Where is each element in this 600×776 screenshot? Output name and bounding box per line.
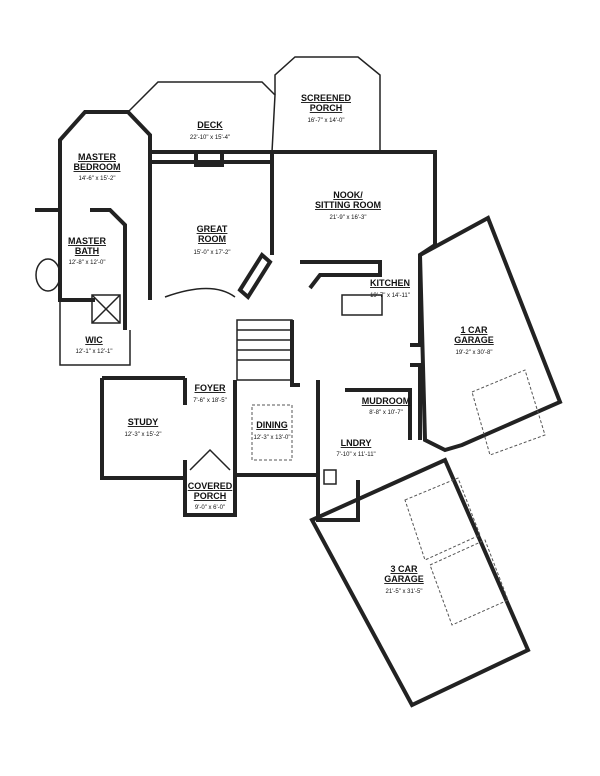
room-name: NOOK/ xyxy=(333,190,363,200)
room-dimensions: 22'-10" x 15'-4" xyxy=(190,135,230,141)
room-name: 3 CAR xyxy=(390,564,418,574)
room-master-bedroom: MASTER BEDROOM 14'-6" x 15'-2" xyxy=(74,152,121,182)
room-name: PORCH xyxy=(194,491,227,501)
room-deck: DECK 22'-10" x 15'-4" xyxy=(190,120,230,141)
room-name: MUDROOM xyxy=(362,396,411,406)
room-name: BATH xyxy=(75,246,99,256)
room-mudroom: MUDROOM 8'-8" x 10'-7" xyxy=(362,396,411,416)
room-kitchen: KITCHEN 19'-7" x 14'-11" xyxy=(370,278,410,299)
room-3-car-garage: 3 CAR GARAGE 21'-5" x 31'-5" xyxy=(384,564,424,595)
room-name: GARAGE xyxy=(384,574,424,584)
room-dimensions: 9'-0" x 6'-0" xyxy=(195,505,225,511)
room-wic: WIC 12'-1" x 12'-1" xyxy=(76,335,113,355)
room-1-car-garage: 1 CAR GARAGE 19'-2" x 30'-8" xyxy=(454,325,494,356)
room-dimensions: 21'-5" x 31'-5" xyxy=(386,589,423,595)
room-foyer: FOYER 7'-6" x 18'-5" xyxy=(193,383,227,404)
room-dimensions: 21'-9" x 16'-3" xyxy=(330,215,367,221)
room-name: DECK xyxy=(197,120,223,130)
room-nook-sitting-room: NOOK/ SITTING ROOM 21'-9" x 16'-3" xyxy=(315,190,381,221)
room-name: 1 CAR xyxy=(460,325,488,335)
walls xyxy=(35,56,563,708)
room-dimensions: 19'-2" x 30'-8" xyxy=(456,350,493,356)
room-name: GREAT xyxy=(197,224,228,234)
room-laundry: LNDRY 7'-10" x 11'-11" xyxy=(336,438,375,458)
room-dimensions: 7'-6" x 18'-5" xyxy=(193,398,227,404)
room-name: ROOM xyxy=(198,234,226,244)
room-study: STUDY 12'-3" x 15'-2" xyxy=(125,417,162,438)
room-name: PORCH xyxy=(310,103,343,113)
room-name: MASTER xyxy=(68,236,107,246)
room-dimensions: 14'-6" x 15'-2" xyxy=(79,176,116,182)
room-dimensions: 12'-1" x 12'-1" xyxy=(76,349,113,355)
room-name: STUDY xyxy=(128,417,159,427)
room-screened-porch: SCREENED PORCH 16'-7" x 14'-0" xyxy=(301,93,352,124)
room-name: BEDROOM xyxy=(74,162,121,172)
room-covered-porch: COVERED PORCH 9'-0" x 6'-0" xyxy=(188,481,233,511)
room-great-room: GREAT ROOM 15'-0" x 17'-2" xyxy=(194,224,231,256)
room-master-bath: MASTER BATH 12'-8" x 12'-0" xyxy=(68,236,107,266)
room-name: COVERED xyxy=(188,481,233,491)
room-name: DINING xyxy=(256,420,288,430)
room-dimensions: 8'-8" x 10'-7" xyxy=(369,410,403,416)
room-dimensions: 15'-0" x 17'-2" xyxy=(194,250,231,256)
room-name: SITTING ROOM xyxy=(315,200,381,210)
room-dimensions: 12'-3" x 15'-2" xyxy=(125,432,162,438)
room-dining: DINING 12'-3" x 13'-0" xyxy=(254,420,291,441)
room-dimensions: 19'-7" x 14'-11" xyxy=(370,293,410,299)
room-name: LNDRY xyxy=(341,438,372,448)
room-name: SCREENED xyxy=(301,93,352,103)
room-name: GARAGE xyxy=(454,335,494,345)
room-dimensions: 12'-3" x 13'-0" xyxy=(254,435,291,441)
room-dimensions: 16'-7" x 14'-0" xyxy=(308,118,345,124)
room-dimensions: 12'-8" x 12'-0" xyxy=(69,260,106,266)
room-name: WIC xyxy=(85,335,103,345)
room-name: MASTER xyxy=(78,152,117,162)
room-name: KITCHEN xyxy=(370,278,410,288)
room-dimensions: 7'-10" x 11'-11" xyxy=(336,452,375,458)
room-name: FOYER xyxy=(194,383,226,393)
